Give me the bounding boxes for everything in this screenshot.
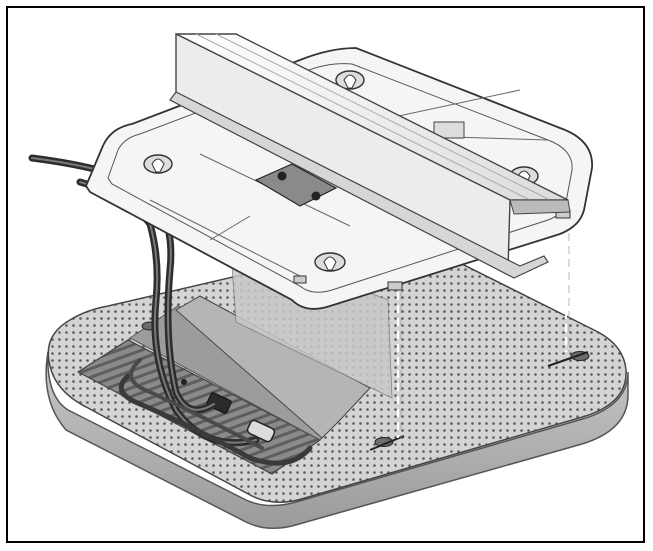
rail-end xyxy=(509,199,571,215)
device-side xyxy=(45,351,629,529)
rail-flange xyxy=(169,91,549,279)
ceiling-rail xyxy=(169,32,571,279)
cable-loop xyxy=(118,373,313,466)
keyhole-slot-icon xyxy=(143,154,173,174)
screw-icon xyxy=(277,171,287,181)
bracket-tab xyxy=(293,275,307,284)
leader-lines-outline xyxy=(400,220,570,438)
bracket-tab xyxy=(433,121,465,139)
keyhole-slot-icon xyxy=(335,70,365,90)
cable-loop xyxy=(129,358,264,450)
ethernet-port-icon xyxy=(206,392,232,414)
reset-button xyxy=(181,379,187,385)
bracket-inner-frame xyxy=(107,63,573,293)
keyhole-slot-icon xyxy=(314,252,346,272)
bracket-tab xyxy=(387,281,403,291)
screw-icon xyxy=(311,191,321,201)
access-point-device xyxy=(45,237,629,529)
connector-panel xyxy=(175,295,371,439)
leader-lines xyxy=(397,220,567,438)
mounting-post xyxy=(374,437,394,447)
post-slot xyxy=(547,351,589,367)
post-slot xyxy=(369,435,405,451)
